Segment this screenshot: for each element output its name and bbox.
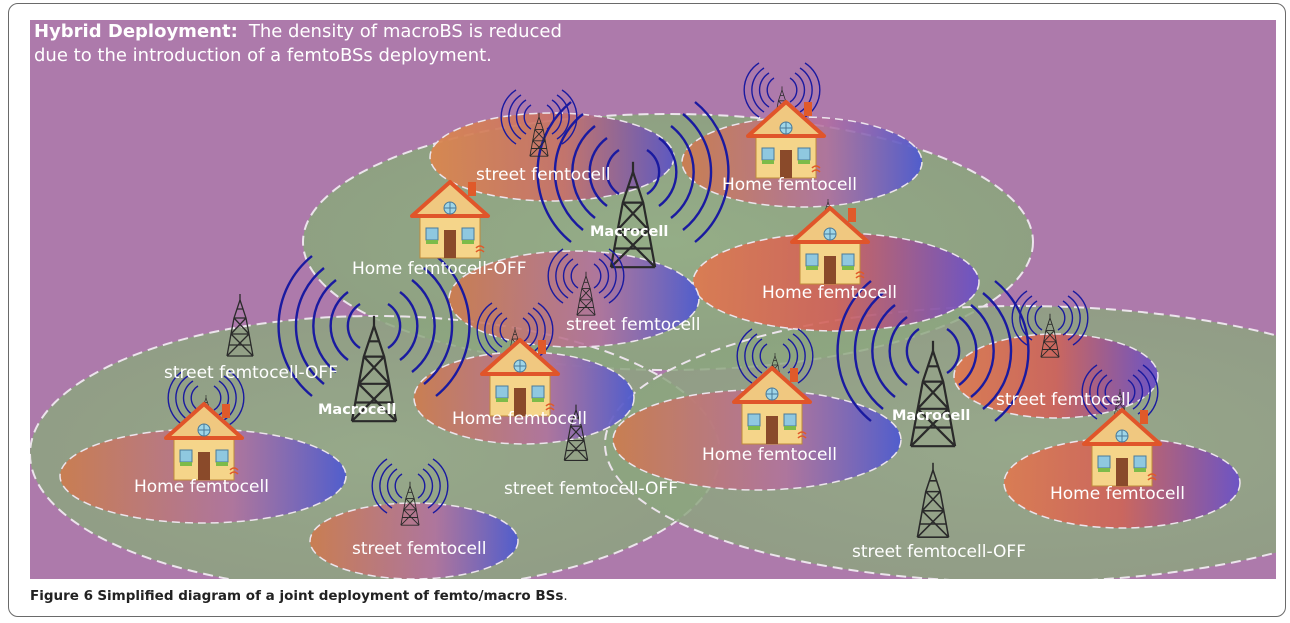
header-rest: The density of macroBS is reduced [248,21,562,42]
home-femtocell-label: Home femtocell [134,477,269,497]
street-femtocell-label: street femtocell [566,315,700,335]
macrocell-label: Macrocell [318,402,396,418]
femtocell-coverage [953,333,1159,419]
street-femtocell-off-label: street femtocell-OFF [504,479,678,499]
home-femtocell-label: Home femtocell [762,283,897,303]
street-femtocell-label: street femtocell [476,165,610,185]
home-femtocell-label: Home femtocell [722,175,857,195]
diagram-header-line2: due to the introduction of a femtoBSs de… [34,45,492,66]
figure-caption: Figure 6 Simplified diagram of a joint d… [30,588,1270,604]
caption-period: . [563,588,568,604]
street-femtocell-label: street femtocell [352,539,486,559]
deployment-diagram: Hybrid Deployment: The density of macroB… [30,20,1276,579]
street-femtocell-label: street femtocell [996,390,1130,410]
home-femtocell-label: Home femtocell [1050,484,1185,504]
diagram-header-line1: Hybrid Deployment: The density of macroB… [34,21,562,42]
macrocell-label: Macrocell [590,224,668,240]
home-femtocell-off-label: Home femtocell-OFF [352,259,526,279]
macrocell-label: Macrocell [892,408,970,424]
femtocell-coverage [448,250,700,348]
street-femtocell-off-label: street femtocell-OFF [164,363,338,383]
home-femtocell-label: Home femtocell [452,409,587,429]
caption-label: Figure 6 [30,588,94,604]
caption-text: Simplified diagram of a joint deployment… [97,588,564,604]
home-femtocell-label: Home femtocell [702,445,837,465]
header-bold: Hybrid Deployment: [34,21,238,42]
street-femtocell-off-label: street femtocell-OFF [852,542,1026,562]
femtocell-coverage [309,502,519,579]
